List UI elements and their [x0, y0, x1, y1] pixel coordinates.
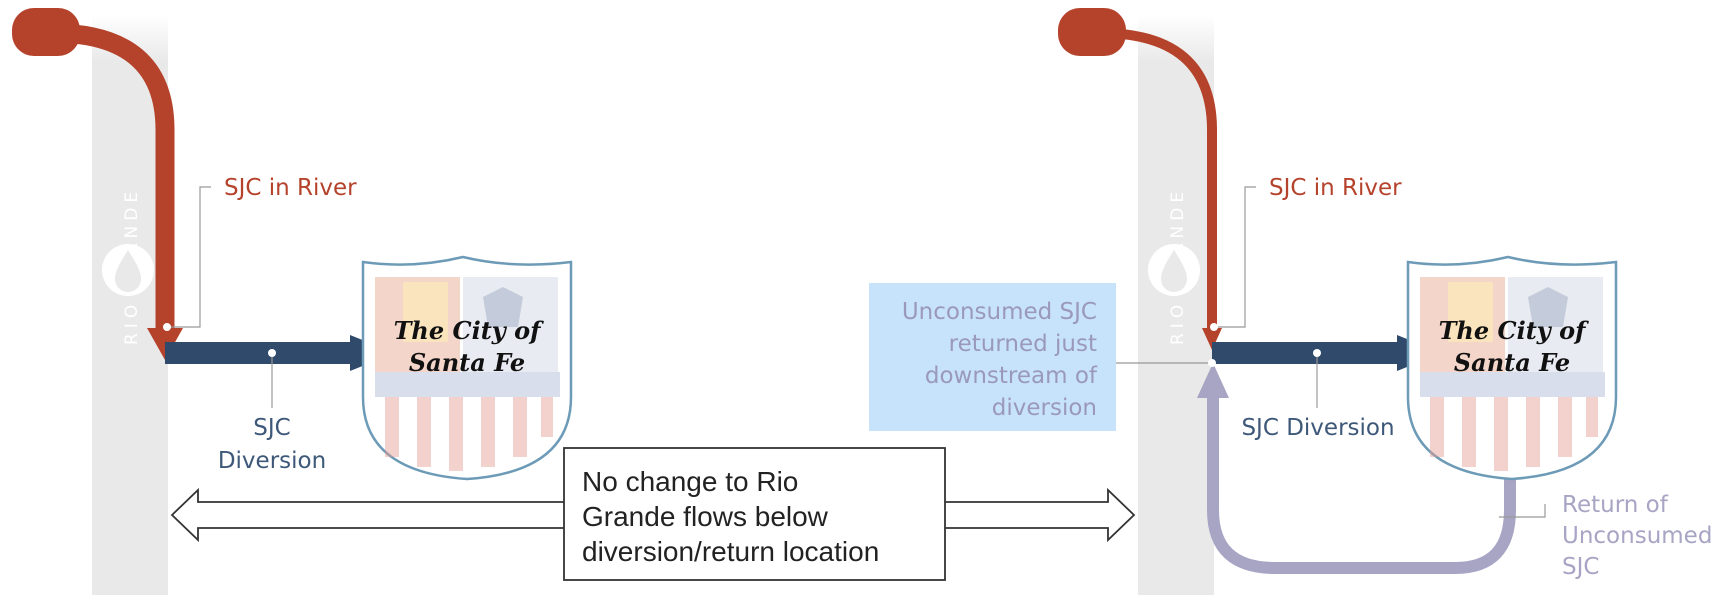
sjc-in-river-label: SJC in River — [224, 175, 357, 201]
water-drop-icon — [102, 244, 154, 296]
diversion-arrow-shaft — [1212, 342, 1407, 364]
diversion-arrow-shaft — [165, 342, 360, 364]
sjc-in-river-label: SJC in River — [1269, 175, 1402, 201]
sjc-river-arrowhead — [1202, 328, 1222, 350]
city-name-line2: Santa Fe — [409, 348, 525, 377]
santa-fe-shield: The City of Santa Fe — [1406, 255, 1618, 481]
return-flow-loop — [1207, 390, 1516, 574]
city-name-line2: Santa Fe — [1454, 348, 1570, 377]
return-label-line1: Return of — [1562, 492, 1669, 518]
city-name-line1: The City of — [1439, 316, 1590, 345]
sjc-inlet-cap — [1058, 8, 1126, 56]
note-line1: Unconsumed SJC — [902, 299, 1097, 325]
city-name-line1: The City of — [394, 316, 545, 345]
left-panel: RIO GRANDE SJC in River SJC Diversion — [12, 8, 573, 595]
flag-crest — [375, 277, 560, 471]
unconsumed-note: Unconsumed SJC returned just downstream … — [869, 283, 1216, 431]
no-change-line2: Grande flows below — [582, 501, 829, 532]
sjc-inlet-cap — [12, 8, 80, 56]
note-line3: downstream of — [925, 363, 1098, 389]
water-drop-icon — [1148, 244, 1200, 296]
right-panel: RIO GRANDE SJC in River SJC Diversion Un… — [869, 8, 1712, 595]
river-band — [1138, 15, 1214, 595]
diversion-label-line1: SJC — [253, 415, 290, 441]
diversion-label: SJC Diversion — [1241, 415, 1394, 441]
note-line2: returned just — [949, 331, 1097, 357]
flag-crest — [1420, 277, 1605, 471]
return-label-line2: Unconsumed — [1562, 523, 1712, 549]
diversion-label-line2: Diversion — [218, 448, 326, 474]
note-line4: diversion — [992, 395, 1097, 421]
no-change-callout: No change to Rio Grande flows below dive… — [563, 447, 946, 581]
sjc-in-river-leader — [167, 186, 211, 328]
return-arrowhead — [1197, 363, 1229, 398]
no-change-line1: No change to Rio — [582, 466, 798, 497]
return-leader — [1495, 504, 1546, 518]
santa-fe-shield: The City of Santa Fe — [361, 255, 573, 481]
sjc-river-flow — [1099, 28, 1217, 330]
return-label-line3: SJC — [1562, 554, 1599, 580]
no-change-line3: diversion/return location — [582, 536, 879, 567]
sjc-in-river-leader — [1214, 186, 1256, 328]
